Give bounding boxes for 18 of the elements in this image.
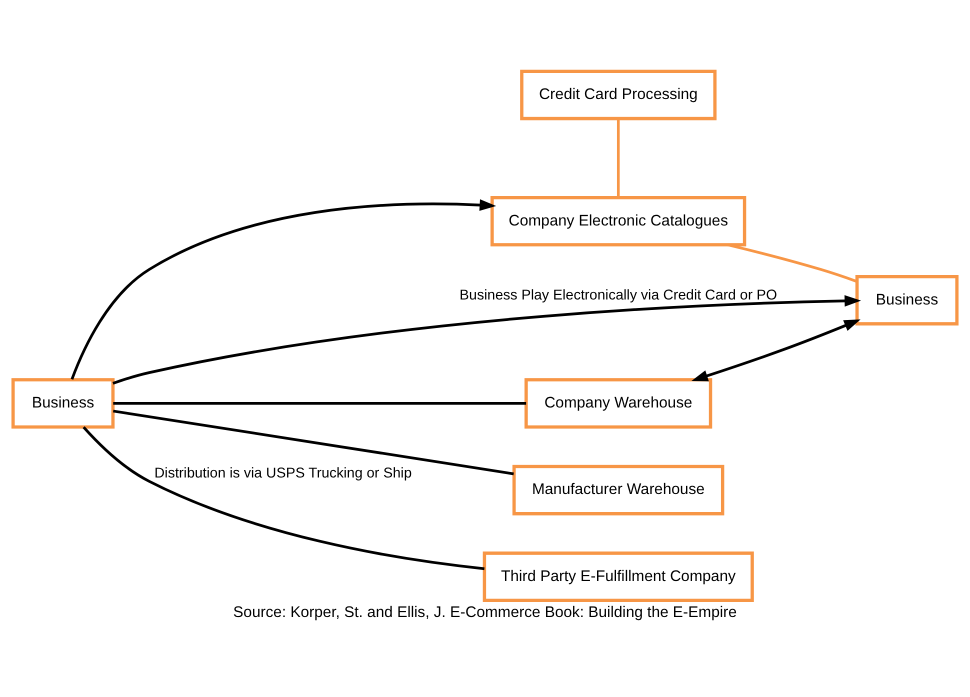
edge-label: Distribution is via USPS Trucking or Ship	[154, 465, 412, 482]
node-box: Company Warehouse	[524, 378, 712, 429]
node-box: Business	[855, 274, 959, 326]
connector	[82, 426, 485, 570]
connector	[113, 410, 514, 476]
node-box: Manufacturer Warehouse	[512, 464, 724, 516]
node-box: Company Electronic Catalogues	[490, 196, 746, 246]
node-box: Third Party E-Fulfillment Company	[482, 552, 754, 602]
connector	[616, 118, 620, 198]
node-box: Business	[11, 378, 115, 429]
edge-label: Business Play Electronically via Credit Card or PO	[460, 288, 778, 304]
node-box: Credit Card Processing	[520, 70, 717, 120]
connector	[113, 402, 526, 405]
caption: Source: Korper, St. and Ellis, J. E-Commerce Book: Building the E-Empire	[233, 604, 737, 622]
connector	[727, 243, 858, 283]
arrow	[70, 199, 496, 380]
arrow	[691, 319, 861, 382]
arrow	[112, 295, 862, 385]
